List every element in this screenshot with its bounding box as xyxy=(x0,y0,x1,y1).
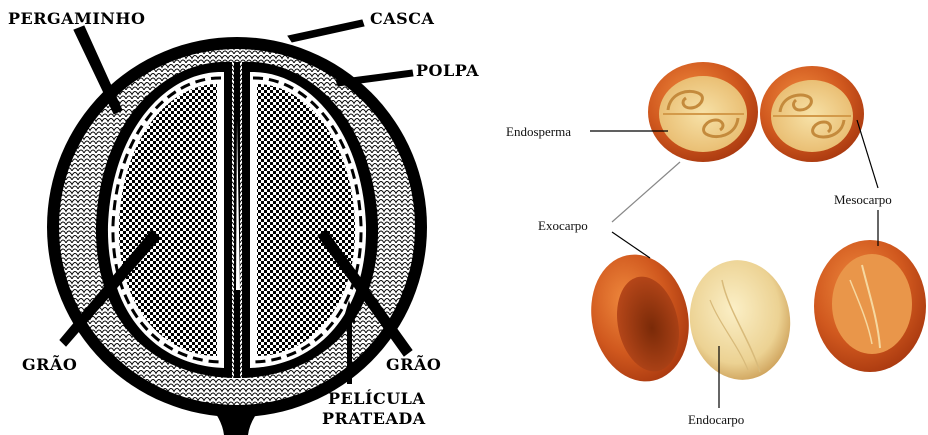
cross-section-left xyxy=(648,62,758,162)
label-pergaminho: PERGAMINHO xyxy=(8,9,145,28)
half-fruit-right xyxy=(814,240,926,372)
label-exocarpo: Exocarpo xyxy=(538,218,588,233)
bean-cream xyxy=(682,254,798,387)
half-fruit-left xyxy=(580,245,701,390)
label-endosperma: Endosperma xyxy=(506,124,571,139)
label-grao-left: GRÃO xyxy=(22,353,77,374)
cross-section-right xyxy=(760,66,864,162)
label-polpa: POLPA xyxy=(416,61,479,80)
label-endocarpo: Endocarpo xyxy=(688,412,744,427)
label-casca: CASCA xyxy=(370,9,434,28)
schematic-diagram: PERGAMINHO CASCA POLPA GRÃO GRÃO PELÍCUL… xyxy=(8,9,479,435)
label-prateada: PRATEADA xyxy=(322,409,426,428)
label-mesocarpo: Mesocarpo xyxy=(834,192,892,207)
label-grao-right: GRÃO xyxy=(386,353,441,374)
fruit-photo: Endosperma Mesocarpo Exocarpo Endocarpo xyxy=(506,62,926,427)
label-pelicula: PELÍCULA xyxy=(328,388,425,408)
